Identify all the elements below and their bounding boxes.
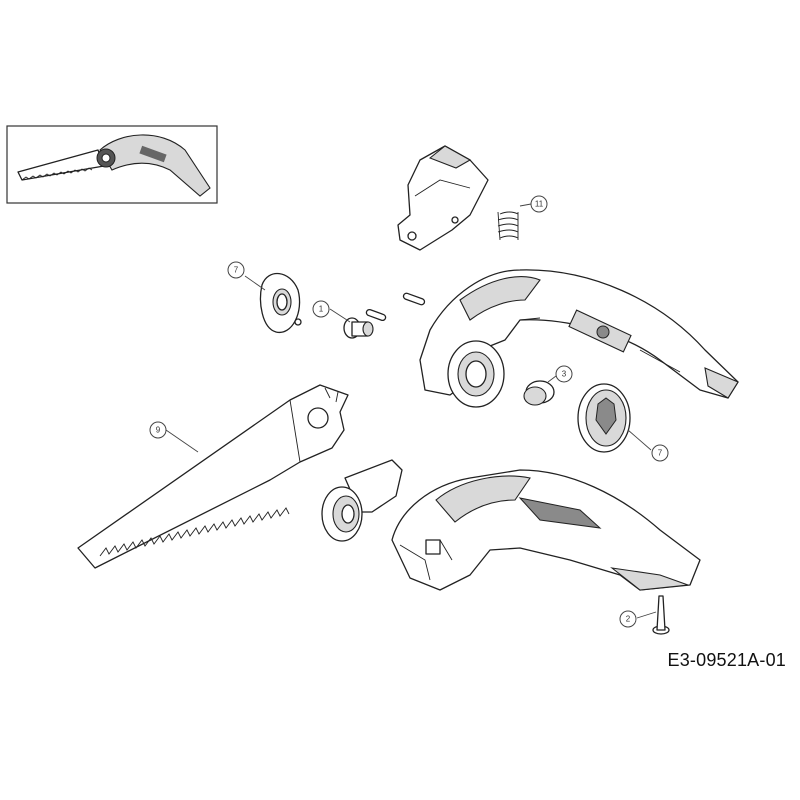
blade-guard-cover [397,145,489,251]
logo-disc [577,383,631,453]
callout-1: 1 [312,300,330,318]
bushing [343,317,374,339]
saw-blade [77,384,349,569]
callout-2: 2 [619,610,637,628]
drawing-number: E3-09521A-01 [667,650,786,670]
leader-lines [165,203,657,619]
callout-11-label: 11 [535,200,544,209]
callout-9-label: 9 [156,426,161,435]
screw [652,595,670,635]
washer-top [259,272,302,333]
inset-handle [99,134,211,197]
callout-11: 11 [530,195,548,213]
lower-handle [391,469,701,591]
callout-7-top-label: 7 [234,266,239,275]
callout-7-top: 7 [227,261,245,279]
upper-handle [419,269,739,408]
inset-teeth [21,167,93,181]
spring [497,211,519,241]
blade-clamp [321,459,403,542]
assembled-saw-inset [6,125,218,204]
callout-7-right-label: 7 [658,449,663,458]
callout-3: 3 [555,365,573,383]
callout-1-label: 1 [319,305,324,314]
callout-3-label: 3 [562,370,567,379]
saw-teeth [99,507,290,557]
pins [365,292,426,322]
knob [523,380,555,406]
callout-7-right: 7 [651,444,669,462]
callout-9: 9 [149,421,167,439]
inset-logo [139,145,167,163]
callout-2-label: 2 [626,615,631,624]
